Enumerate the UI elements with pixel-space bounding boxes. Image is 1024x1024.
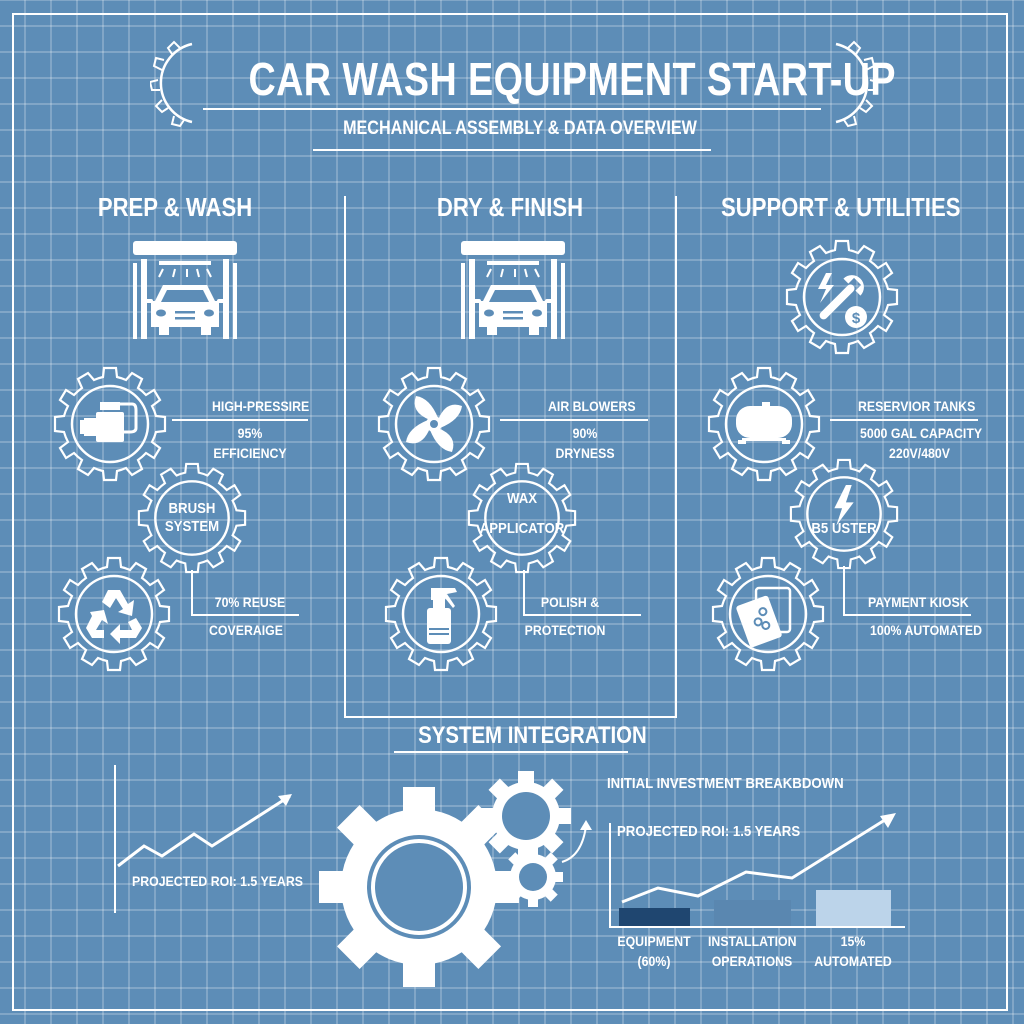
- blueprint-frame: [12, 13, 1008, 1011]
- connector-line: [523, 614, 641, 616]
- payment-kiosk-metric: 100% AUTOMATED: [870, 622, 983, 638]
- connector-line: [191, 570, 193, 615]
- system-integration-underline: [394, 751, 628, 753]
- high-pressure-metric: EFFICIENCY: [213, 445, 287, 461]
- car-wash-icon: [460, 240, 566, 340]
- brush-system-line-2: SYSTEM: [164, 518, 220, 535]
- header-right-gear-icon: [835, 40, 878, 128]
- air-blowers-label: AIR BLOWERS: [548, 398, 636, 414]
- connector-line: [500, 419, 648, 421]
- chart-y-axis: [609, 823, 611, 928]
- recycle-icon: [57, 556, 171, 672]
- wax-applicator-line-2: APPLICATOR: [479, 520, 565, 537]
- connector-line: [843, 566, 845, 615]
- column-heading-dry-finish: DRY & FINISH: [436, 192, 584, 222]
- column-heading-prep-wash: PREP & WASH: [97, 192, 253, 222]
- polish-label: POLISH &: [540, 594, 600, 610]
- high-pressure-label: HIGH-PRESSIRE: [212, 398, 310, 414]
- investment-trend-arrow-icon: [621, 813, 896, 904]
- bar-label-equipment-1: EQUIPMENT: [617, 933, 691, 949]
- spray-bottle-icon: [384, 556, 498, 672]
- polish-metric: PROTECTION: [524, 622, 606, 638]
- bar-label-equipment-2: (60%): [637, 953, 671, 969]
- connector-line: [830, 419, 978, 421]
- tank-icon: [707, 366, 821, 482]
- curved-arrow-icon: [561, 820, 592, 863]
- car-wash-icon: [132, 240, 238, 340]
- column-heading-support-utilities: SUPPORT & UTILITIES: [721, 192, 961, 222]
- bar-installation: [714, 900, 791, 926]
- lightning-icon: [789, 458, 899, 570]
- roi-trend-arrow-icon: [117, 794, 292, 868]
- roi-caption-left: PROJECTED ROI: 1.5 YEARS: [132, 873, 303, 889]
- investment-chart-roi: PROJECTED ROI: 1.5 YEARS: [617, 823, 801, 840]
- tiny-gear-icon: [503, 847, 563, 907]
- page-subtitle: MECHANICAL ASSEMBLY & DATA OVERVIEW: [343, 118, 697, 139]
- page-title: CAR WASH EQUIPMENT START-UP: [248, 53, 896, 105]
- large-gear-icon: [319, 787, 519, 987]
- booster-label: B5 USTER: [811, 520, 877, 537]
- investment-chart-title: INITIAL INVESTMENT BREAKBDOWN: [607, 775, 844, 792]
- bar-label-automated-1: 15%: [840, 933, 866, 949]
- connector-line: [523, 570, 525, 615]
- wrench-bolt-dollar-icon: $: [785, 239, 899, 355]
- payment-kiosk-label: PAYMENT KIOSK: [868, 594, 969, 610]
- wax-applicator-line-1: WAX: [506, 490, 538, 507]
- water-reuse-label: 70% REUSE: [214, 594, 286, 610]
- reservoir-voltage: 220V/480V: [889, 445, 950, 461]
- reservoir-capacity: 5000 GAL CAPACITY: [860, 425, 983, 441]
- header-left-gear-icon: [150, 40, 193, 128]
- pump-icon: [53, 366, 167, 482]
- bar-label-automated-2: AUTOMATED: [814, 953, 892, 969]
- brush-system-line-1: BRUSH: [168, 500, 216, 517]
- bar-label-installation-1: INSTALLATION: [708, 933, 797, 949]
- reservoir-tanks-label: RESERVIOR TANKS: [858, 398, 976, 414]
- small-gear-icon: [481, 771, 571, 861]
- connector-line: [191, 614, 299, 616]
- middle-box-bottom: [344, 716, 677, 718]
- connector-line: [843, 614, 971, 616]
- title-underline: [203, 108, 821, 110]
- water-reuse-metric: COVERAIGE: [209, 622, 283, 638]
- air-blowers-value: 90%: [572, 425, 598, 441]
- bar-automated: [816, 890, 891, 926]
- fan-icon: [377, 366, 491, 482]
- payment-card-icon: [711, 556, 825, 672]
- roi-axis: [114, 765, 116, 913]
- bar-label-installation-2: OPERATIONS: [711, 953, 793, 969]
- column-divider-left: [344, 196, 346, 718]
- svg-text:$: $: [852, 310, 861, 327]
- chart-x-axis: [609, 926, 905, 928]
- column-divider-right: [675, 196, 677, 718]
- subtitle-underline: [313, 149, 711, 151]
- connector-line: [172, 419, 308, 421]
- system-integration-heading: SYSTEM INTEGRATION: [418, 722, 647, 749]
- bar-equipment: [619, 908, 690, 926]
- high-pressure-value: 95%: [237, 425, 263, 441]
- air-blowers-metric: DRYNESS: [555, 445, 615, 461]
